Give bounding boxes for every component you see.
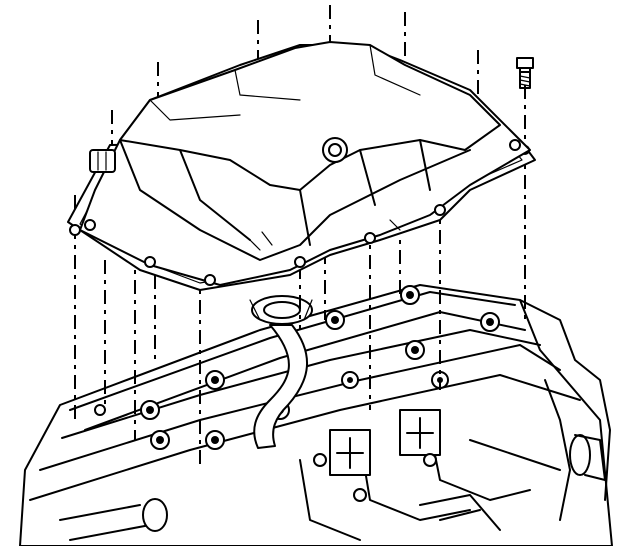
engine-block (19, 284, 613, 546)
drain-plug (89, 149, 116, 173)
cross-brace-1 (329, 429, 371, 476)
oil-pan (79, 41, 531, 286)
oil-pump-pickup-tube (249, 295, 313, 449)
cross-brace-2 (399, 409, 441, 456)
pan-bolt-holes (84, 139, 521, 286)
block-bolt-holes (94, 285, 500, 502)
oil-pan-bolt (516, 57, 534, 89)
